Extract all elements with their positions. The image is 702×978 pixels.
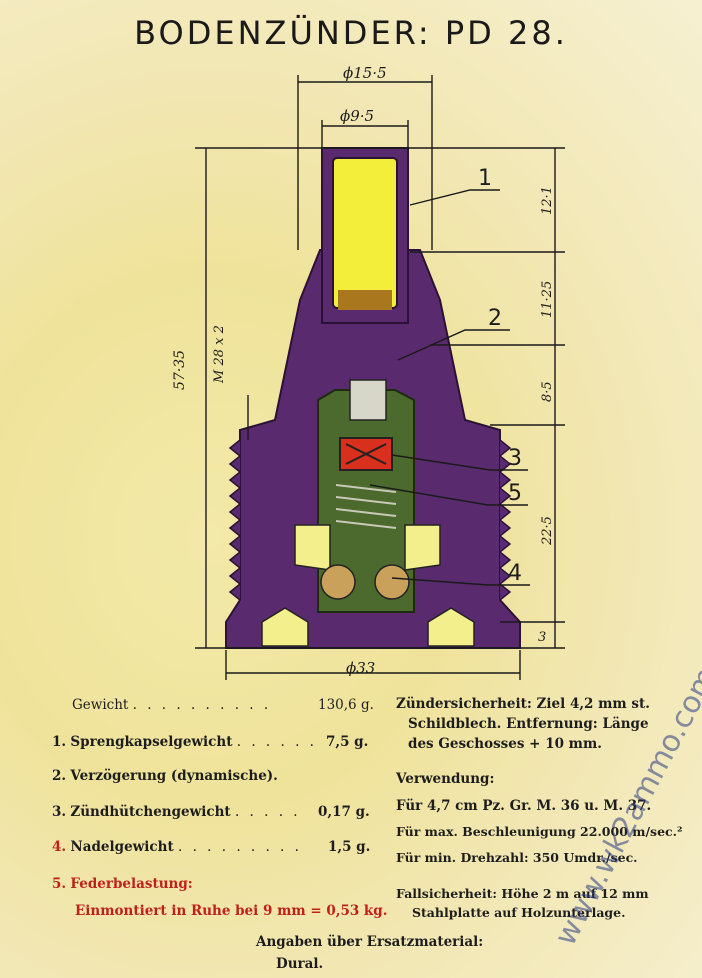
spec-1: 1. Sprengkapselgewicht . . . . . . [52,734,317,750]
dim-h-total: 57·35 [172,349,188,390]
fallsicherheit-2: Stahlplatte auf Holzunterlage. [412,905,626,920]
callout-5: 5 [508,481,522,506]
dim-h1: 12·1 [540,186,555,215]
dim-h2: 11·25 [540,280,555,318]
callout-2: 2 [488,306,502,331]
thread-left [228,439,242,601]
spec-4: 4. Nadelgewicht . . . . . . . . . [52,839,302,855]
base-foot-left [261,607,309,647]
firing-pin-housing [349,379,387,421]
dim-d-top: ϕ15·5 [343,64,387,82]
detonator-cap [332,157,398,309]
ball-right [374,564,410,600]
callout-leaders [369,189,530,586]
dim-h4: 22·5 [540,516,555,545]
callout-3: 3 [508,446,522,471]
spec-2: 2. Verzögerung (dynamische). [52,768,278,784]
zuendersicherheit-line3: des Geschosses + 10 mm. [408,736,602,752]
spec-3: 3. Zündhütchengewicht . . . . . [52,804,301,820]
dim-h3: 8·5 [540,381,555,402]
thread-right [498,439,512,601]
safety-block-left [294,524,331,571]
spec-gewicht: Gewicht . . . . . . . . . . [72,697,272,713]
spec-3-value: 0,17 g. [318,804,370,820]
callout-4: 4 [508,561,522,586]
spec-5: 5. Federbelastung: [52,876,193,892]
base-foot-right [427,607,475,647]
dim-d-inner: ϕ9·5 [340,107,375,125]
dim-h5: 3 [538,630,547,645]
callout-1: 1 [478,166,492,191]
page-title: BODENZÜNDER: PD 28. [134,14,568,52]
zuendersicherheit-line2: Schildblech. Entfernung: Länge [408,716,649,732]
detonator-charge [338,290,392,310]
dimension-lines [195,75,565,680]
dim-thread: M 28 x 2 [212,325,227,383]
primer [339,437,393,471]
ball-left [320,564,356,600]
fallsicherheit-1: Fallsicherheit: Höhe 2 m auf 12 mm [396,886,649,901]
safety-block-right [404,524,441,571]
verwendung-2: Für max. Beschleunigung 22.000 m/sec.² [396,824,683,839]
ersatz-value: Dural. [276,956,324,972]
spec-5-detail: Einmontiert in Ruhe bei 9 mm = 0,53 kg. [75,903,388,919]
spec-gewicht-value: 130,6 g. [318,697,374,713]
verwendung-3: Für min. Drehzahl: 350 Umdr./sec. [396,850,638,865]
verwendung-1: Für 4,7 cm Pz. Gr. M. 36 u. M. 37. [396,798,652,814]
spec-1-value: 7,5 g. [326,734,369,750]
verwendung-heading: Verwendung: [396,771,495,787]
spec-4-value: 1,5 g. [328,839,371,855]
spring [335,484,397,529]
dim-d-base: ϕ33 [346,659,376,677]
ersatz-label: Angaben über Ersatzmaterial: [256,934,484,950]
zuendersicherheit: Zündersicherheit: Ziel 4,2 mm st. [396,696,650,712]
